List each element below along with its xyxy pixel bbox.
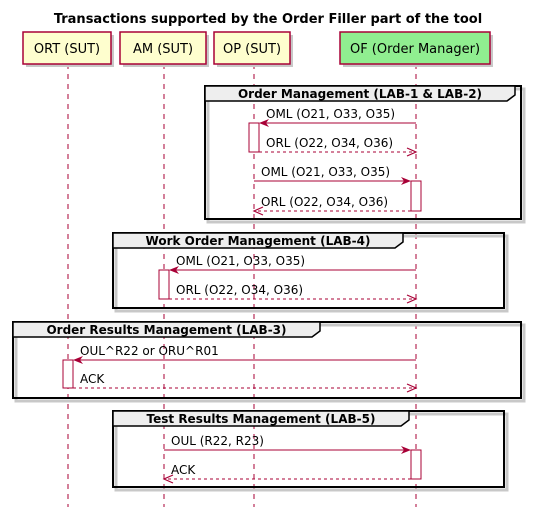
activation-bar	[410, 449, 422, 480]
participant-label: AM (SUT)	[133, 42, 193, 57]
message-arrow-head	[406, 383, 418, 393]
message: OML (O21, O33, O35)	[254, 165, 411, 185]
message: ACK	[73, 372, 418, 393]
message-arrow-head	[73, 356, 83, 364]
group-label: Work Order Management (LAB-4)	[146, 234, 371, 248]
message-arrow-head	[259, 119, 269, 127]
message: OML (O21, O33, O35)	[169, 254, 416, 274]
activation-bar	[62, 359, 74, 389]
participant-label: ORT (SUT)	[34, 42, 100, 57]
message-arrow-head	[406, 147, 418, 157]
participant-box	[22, 31, 112, 65]
activation-bar	[410, 180, 422, 212]
group-frame: Work Order Management (LAB-4)	[112, 232, 509, 313]
message-label: ORL (O22, O34, O36)	[176, 283, 303, 297]
group-tab	[112, 410, 410, 427]
message: ACK	[162, 463, 411, 484]
message-label: OML (O21, O33, O35)	[176, 254, 305, 268]
participant-box	[119, 31, 207, 65]
participant-box	[339, 31, 491, 65]
group-tab	[112, 232, 404, 249]
participant-label: OF (Order Manager)	[350, 42, 480, 57]
message-label: OML (O21, O33, O35)	[261, 165, 390, 179]
message-arrow-head	[406, 294, 418, 304]
message-arrow-head	[252, 206, 264, 216]
group-frame: Test Results Management (LAB-5)	[112, 410, 509, 492]
message: OUL^R22 or ORU^R01	[73, 344, 416, 364]
diagram-title: Transactions supported by the Order Fill…	[54, 12, 482, 27]
message-arrow-head	[401, 177, 411, 185]
message-label: OUL^R22 or ORU^R01	[80, 344, 219, 358]
participant-am: AM (SUT)	[119, 31, 209, 67]
group-label: Order Results Management (LAB-3)	[46, 323, 286, 337]
participant-label: OP (SUT)	[223, 42, 281, 57]
participant-ort: ORT (SUT)	[22, 31, 114, 67]
group-label: Order Management (LAB-1 & LAB-2)	[238, 87, 482, 101]
group-tab	[204, 85, 516, 102]
message: ORL (O22, O34, O36)	[252, 195, 411, 216]
activation-bar	[248, 122, 260, 153]
message-label: ORL (O22, O34, O36)	[261, 195, 388, 209]
message-arrow-head	[162, 474, 174, 484]
message-label: ORL (O22, O34, O36)	[266, 136, 393, 150]
message-label: ACK	[80, 372, 105, 386]
participant-of: OF (Order Manager)	[339, 31, 493, 67]
message: OML (O21, O33, O35)	[259, 107, 416, 127]
message: ORL (O22, O34, O36)	[259, 136, 418, 157]
group-label: Test Results Management (LAB-5)	[147, 412, 376, 426]
message-arrow-head	[401, 446, 411, 454]
participant-box	[213, 31, 291, 65]
message-label: OML (O21, O33, O35)	[266, 107, 395, 121]
group-frame: Order Results Management (LAB-3)	[12, 321, 526, 403]
participant-op: OP (SUT)	[213, 31, 293, 67]
group-tab	[12, 321, 321, 338]
message: OUL (R22, R23)	[164, 434, 411, 454]
group-frame: Order Management (LAB-1 & LAB-2)	[204, 85, 526, 224]
activation-bar	[158, 269, 170, 300]
message-label: ACK	[171, 463, 196, 477]
message-label: OUL (R22, R23)	[171, 434, 264, 448]
message-arrow-head	[169, 266, 179, 274]
message: ORL (O22, O34, O36)	[169, 283, 418, 304]
